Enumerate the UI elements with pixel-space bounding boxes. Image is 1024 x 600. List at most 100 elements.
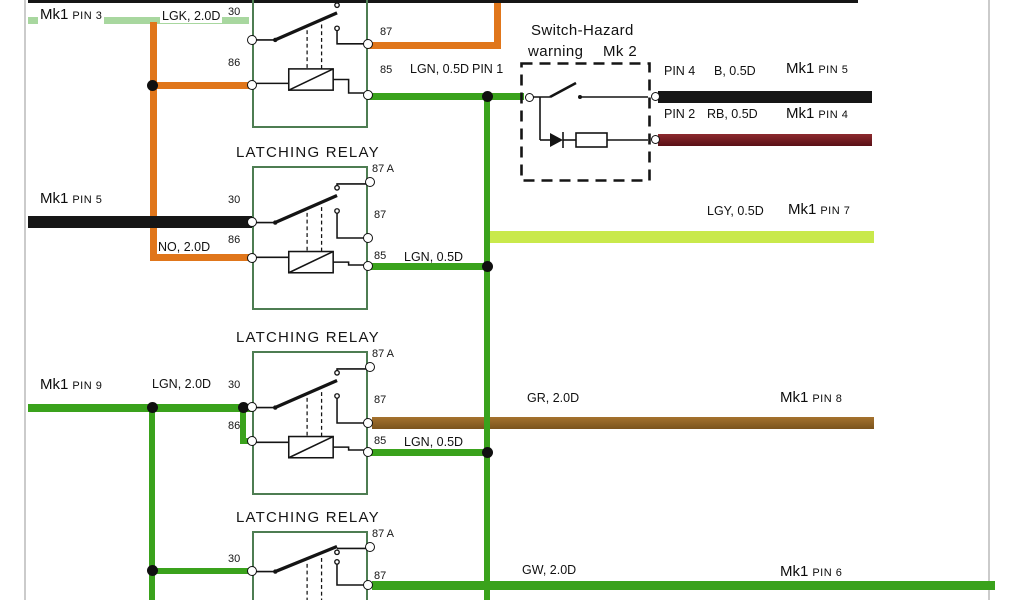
terminal-label-87: 87 bbox=[374, 570, 387, 582]
wire-label-pin2: PIN 2 bbox=[664, 107, 696, 121]
terminal-label-87: 87 bbox=[374, 209, 387, 221]
wire-top-cropped bbox=[28, 0, 858, 3]
wire-orange-87 bbox=[368, 42, 497, 49]
wire-label-pin1: PIN 1 bbox=[472, 62, 504, 76]
terminal-pin1-switch bbox=[525, 93, 534, 102]
wire-label-no: NO, 2.0D bbox=[158, 240, 211, 254]
terminal-30-relay1 bbox=[247, 35, 257, 45]
wire-brown-gr bbox=[372, 417, 874, 429]
relay-3-title: LATCHING RELAY bbox=[236, 329, 380, 346]
led-icon bbox=[550, 133, 563, 147]
terminal-30-relay2 bbox=[247, 217, 257, 227]
connector-make: Mk1 bbox=[40, 376, 69, 393]
terminal-red-wire-ring bbox=[651, 135, 660, 144]
wire-label-b-05: B, 0.5D bbox=[714, 64, 756, 78]
terminal-87-relay3 bbox=[363, 418, 373, 428]
connector-pin: PIN 7 bbox=[820, 205, 851, 217]
terminal-label-30: 30 bbox=[228, 194, 241, 206]
relay-3 bbox=[252, 351, 368, 495]
connector-make: Mk1 bbox=[786, 105, 815, 122]
wire-lgk bbox=[28, 17, 249, 24]
terminal-label-30: 30 bbox=[228, 553, 241, 565]
wire-label-lgk: LGK, 2.0D bbox=[160, 9, 223, 23]
wire-green-main-riser bbox=[484, 95, 490, 600]
terminal-label-87: 87 bbox=[380, 26, 393, 38]
junction-dot bbox=[482, 261, 493, 272]
terminal-label-30: 30 bbox=[228, 379, 241, 391]
wire-lime-lgy bbox=[488, 231, 874, 243]
wire-green-mk1-pin9 bbox=[28, 404, 252, 412]
wire-green-gw bbox=[372, 581, 995, 590]
junction-dot bbox=[482, 91, 493, 102]
wire-green-lgn-relay3 bbox=[368, 449, 490, 456]
switch-hazard-title: Switch-Hazard bbox=[531, 22, 634, 39]
terminal-label-86: 86 bbox=[228, 57, 241, 69]
wire-label-lgn-20: LGN, 2.0D bbox=[152, 377, 212, 391]
switch-hazard-mark: Mk 2 bbox=[603, 43, 638, 60]
junction-dot bbox=[147, 402, 158, 413]
connector-pin: PIN 5 bbox=[818, 64, 849, 76]
relay-3-internals bbox=[254, 368, 366, 459]
connector-pin: PIN 9 bbox=[72, 380, 103, 392]
relay-4-internals bbox=[254, 544, 366, 600]
switch-hazard-box bbox=[520, 62, 651, 182]
switch-hazard-subtitle: warning bbox=[528, 43, 584, 60]
wire-label-lgy-05: LGY, 0.5D bbox=[707, 204, 764, 218]
junction-dot bbox=[147, 80, 158, 91]
page-border-right bbox=[988, 0, 990, 600]
connector-make: Mk1 bbox=[780, 563, 809, 580]
relay-1 bbox=[252, 0, 368, 128]
connector-pin: PIN 5 bbox=[72, 194, 103, 206]
wire-black-b bbox=[658, 91, 872, 103]
terminal-label-85: 85 bbox=[374, 435, 387, 447]
terminal-85-relay3 bbox=[363, 447, 373, 457]
terminal-30-relay4 bbox=[247, 566, 257, 576]
connector-make: Mk1 bbox=[40, 190, 69, 207]
relay-1-internals bbox=[254, 0, 366, 94]
connector-make: Mk1 bbox=[780, 389, 809, 406]
terminal-label-85: 85 bbox=[374, 250, 387, 262]
wire-label-gr-20: GR, 2.0D bbox=[527, 391, 580, 405]
wire-green-riser-b bbox=[240, 408, 246, 444]
terminal-87-relay1 bbox=[363, 39, 373, 49]
wire-orange-no bbox=[153, 254, 252, 261]
wire-green-lgn-relay2 bbox=[368, 263, 490, 270]
terminal-87-relay2 bbox=[363, 233, 373, 243]
terminal-87-relay4 bbox=[363, 580, 373, 590]
wire-orange-branch-86 bbox=[153, 82, 252, 89]
junction-dot bbox=[238, 402, 249, 413]
connector-pin: PIN 8 bbox=[812, 393, 843, 405]
connector-make: Mk1 bbox=[40, 6, 69, 23]
wire-orange-top-riser bbox=[494, 3, 501, 49]
terminal-label-87: 87 bbox=[374, 394, 387, 406]
terminal-87a-relay4 bbox=[365, 542, 375, 552]
wire-label-rb-05: RB, 0.5D bbox=[707, 107, 758, 121]
wire-green-lgn-relay1 bbox=[368, 93, 524, 100]
wire-green-riser-a bbox=[149, 408, 155, 600]
terminal-label-87a: 87 A bbox=[372, 528, 395, 540]
terminal-30-relay3 bbox=[247, 402, 257, 412]
wire-label-lgn-05: LGN, 0.5D bbox=[404, 435, 464, 449]
connector-pin: PIN 6 bbox=[812, 567, 843, 579]
connector-make: Mk1 bbox=[786, 60, 815, 77]
relay-2-title: LATCHING RELAY bbox=[236, 144, 380, 161]
terminal-label-86: 86 bbox=[228, 420, 241, 432]
terminal-86-relay1 bbox=[247, 80, 257, 90]
wire-label-gw-20: GW, 2.0D bbox=[522, 563, 577, 577]
terminal-label-87a: 87 A bbox=[372, 163, 395, 175]
connector-pin: PIN 4 bbox=[818, 109, 849, 121]
terminal-black-wire-ring bbox=[651, 92, 660, 101]
connector-pin: PIN 3 bbox=[72, 10, 103, 22]
connector-make: Mk1 bbox=[788, 201, 817, 218]
relay-4-title: LATCHING RELAY bbox=[236, 509, 380, 526]
wire-label-lgn-05: LGN, 0.5D bbox=[410, 62, 470, 76]
